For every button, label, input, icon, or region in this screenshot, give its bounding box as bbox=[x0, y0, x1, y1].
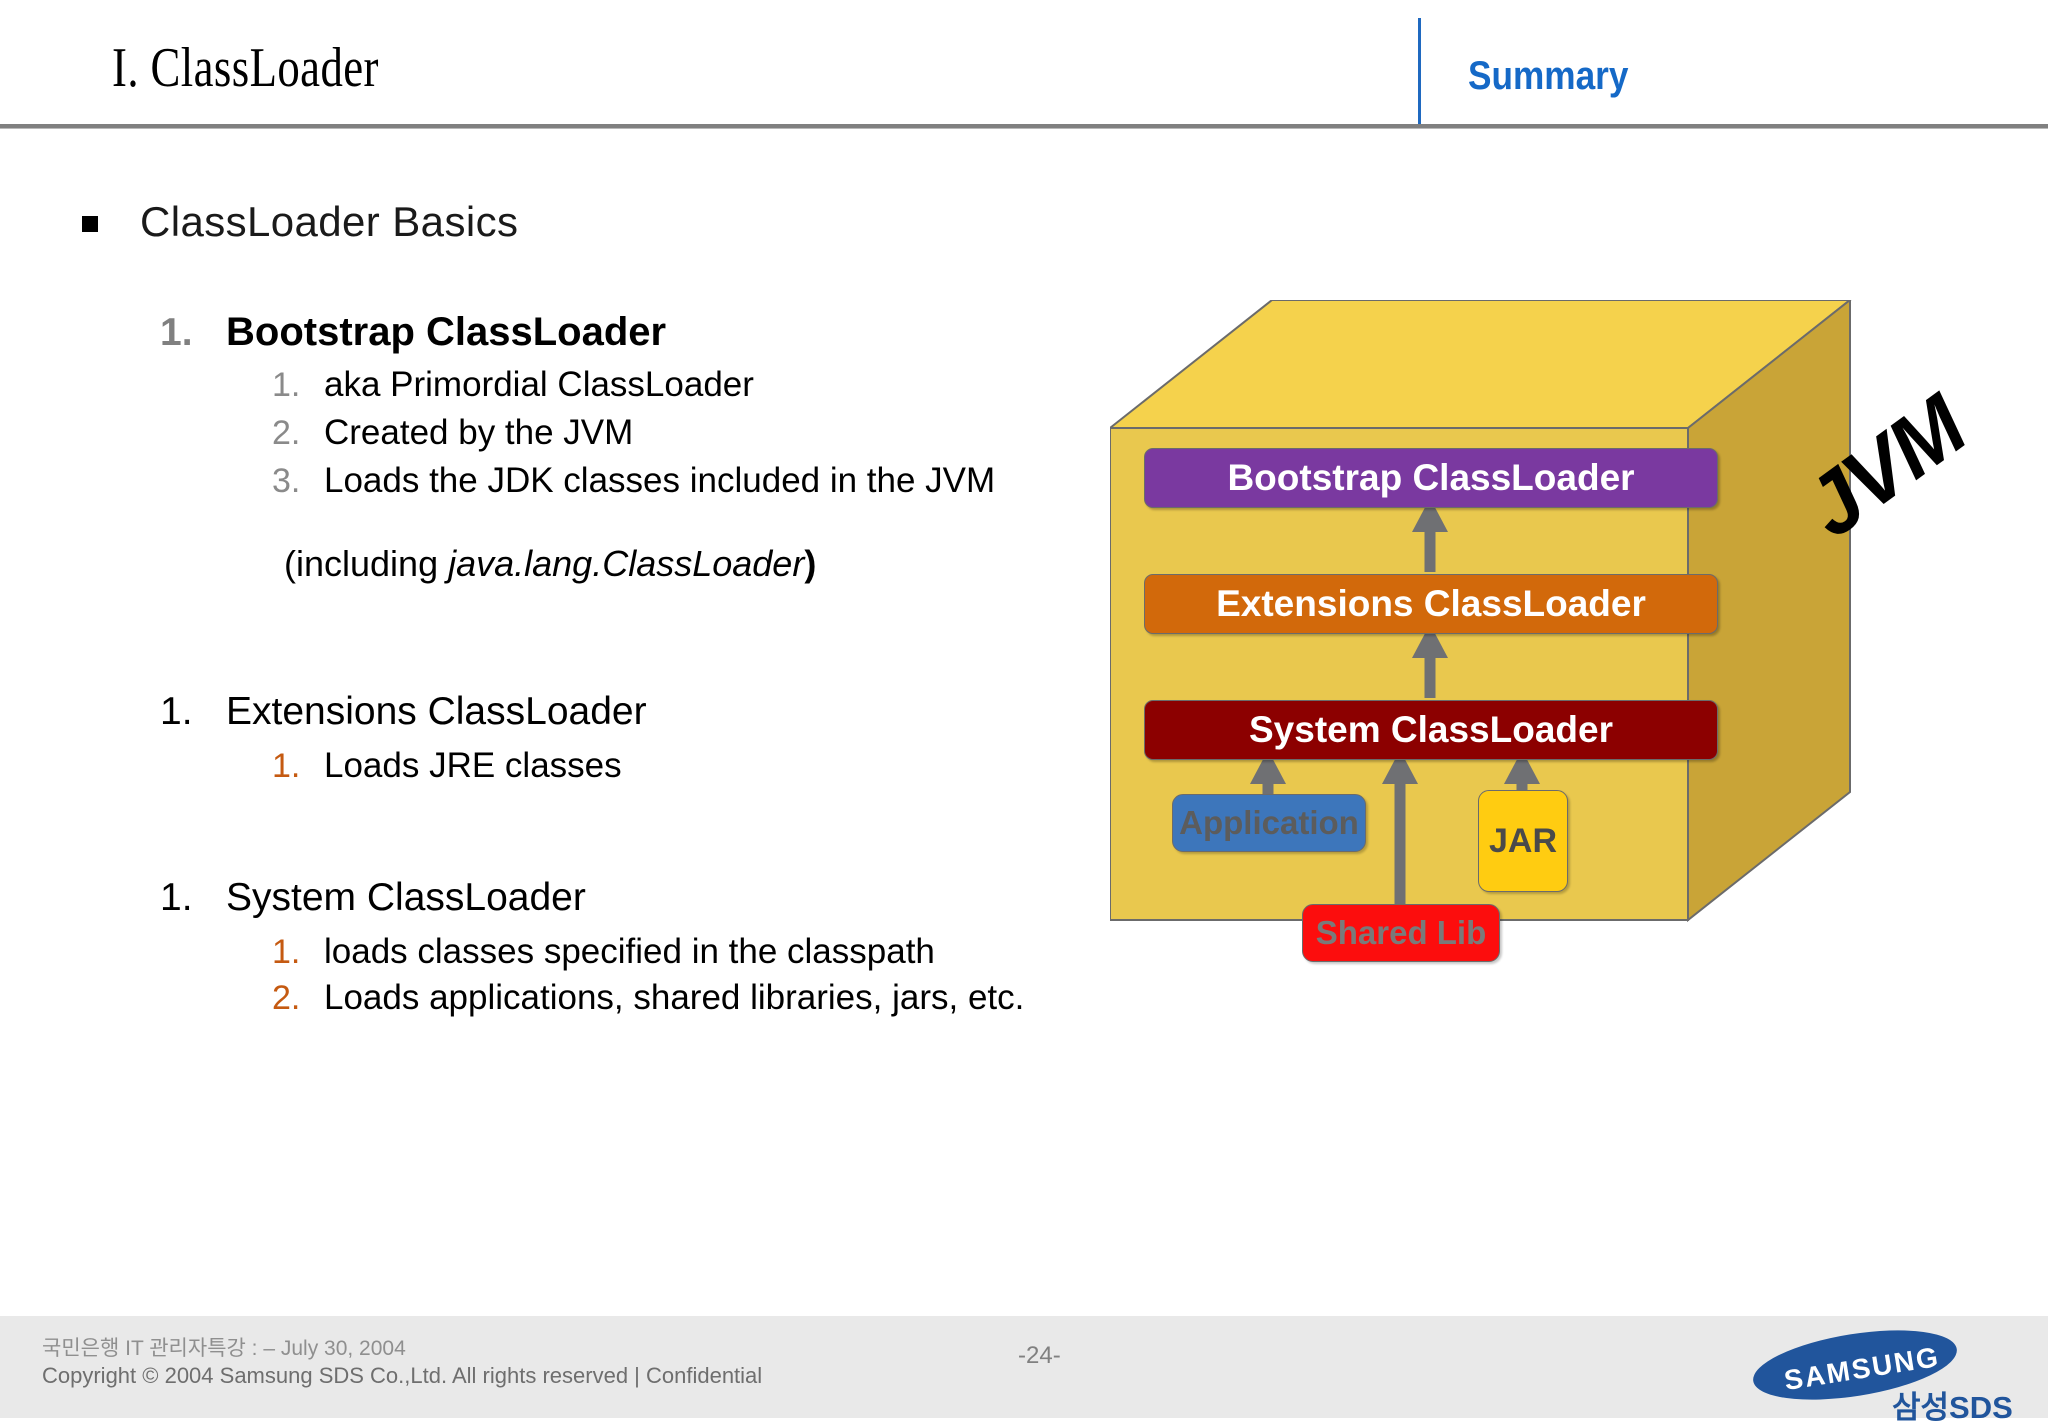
outline-level1-extensions: 1. Extensions ClassLoader bbox=[160, 690, 647, 734]
application-box[interactable]: Application bbox=[1172, 794, 1366, 852]
outline-level2-item: 1. loads classes specified in the classp… bbox=[272, 932, 1024, 972]
square-bullet-icon bbox=[82, 216, 98, 232]
arrow-system-to-extensions bbox=[1412, 624, 1448, 698]
footer-course-line: 국민은행 IT 관리자특강 : – July 30, 2004 bbox=[42, 1337, 406, 1360]
outline-level2-item: 2. Created by the JVM bbox=[272, 413, 995, 453]
outline-number: 2. bbox=[272, 979, 301, 1017]
outline-label: aka Primordial ClassLoader bbox=[324, 365, 754, 404]
outline-note-including: (including java.lang.ClassLoader) bbox=[284, 543, 995, 585]
outline-number: 1. bbox=[160, 876, 193, 919]
header-section-label: Summary bbox=[1468, 54, 1629, 98]
topic-label: ClassLoader Basics bbox=[140, 198, 519, 245]
outline-number: 1. bbox=[272, 933, 301, 971]
outline-label: Extensions ClassLoader bbox=[226, 690, 647, 733]
note-suffix: ) bbox=[804, 543, 817, 584]
outline-label: Bootstrap ClassLoader bbox=[226, 310, 667, 354]
sds-wordmark: 삼성SDS bbox=[1892, 1390, 2013, 1425]
note-emphasis: java.lang.ClassLoader bbox=[448, 543, 805, 584]
footer-copyright-line: Copyright © 2004 Samsung SDS Co.,Ltd. Al… bbox=[42, 1363, 763, 1388]
outline-label: System ClassLoader bbox=[226, 876, 586, 919]
outline-level2-item: 2. Loads applications, shared libraries,… bbox=[272, 978, 1024, 1018]
outline-item-extensions: 1. Extensions ClassLoader 1. Loads JRE c… bbox=[160, 690, 647, 786]
outline-label: Loads applications, shared libraries, ja… bbox=[324, 978, 1025, 1017]
arrow-extensions-to-bootstrap bbox=[1412, 498, 1448, 572]
arrow-jar-to-system bbox=[1504, 750, 1540, 792]
outline-level2-item: 3. Loads the JDK classes included in the… bbox=[272, 461, 995, 501]
arrow-application-to-system bbox=[1250, 750, 1286, 794]
outline-number: 1. bbox=[272, 747, 301, 785]
outline-label: Loads the JDK classes included in the JV… bbox=[324, 461, 996, 500]
topic-heading: ClassLoader Basics bbox=[82, 198, 518, 246]
shared-lib-box[interactable]: Shared Lib bbox=[1302, 904, 1500, 962]
note-prefix: (including bbox=[284, 543, 449, 584]
system-classloader-box[interactable]: System ClassLoader bbox=[1144, 700, 1718, 760]
outline-label: Created by the JVM bbox=[324, 413, 634, 452]
samsung-sds-logo: SAMSUNG 삼성SDS bbox=[1748, 1318, 2022, 1425]
outline-label: Loads JRE classes bbox=[324, 746, 622, 785]
extensions-classloader-box[interactable]: Extensions ClassLoader bbox=[1144, 574, 1718, 634]
outline-number: 1. bbox=[160, 690, 193, 733]
outline-level2-item: 1. aka Primordial ClassLoader bbox=[272, 365, 995, 405]
outline-number: 1. bbox=[272, 366, 301, 404]
page-number: -24- bbox=[1018, 1342, 1061, 1369]
jar-box[interactable]: JAR bbox=[1478, 790, 1568, 892]
outline-number: 3. bbox=[272, 462, 301, 500]
bootstrap-classloader-box[interactable]: Bootstrap ClassLoader bbox=[1144, 448, 1718, 508]
jvm-cube-diagram: JVM Bootstrap ClassLoader Extensions Cla… bbox=[1110, 300, 1990, 962]
header-rule bbox=[0, 124, 2048, 129]
outline-number: 2. bbox=[272, 414, 301, 452]
arrow-sharedlib-to-system bbox=[1382, 750, 1418, 910]
outline-item-system: 1. System ClassLoader 1. loads classes s… bbox=[160, 876, 1024, 1018]
slide-header: I. ClassLoader Summary bbox=[0, 0, 2048, 129]
outline-level2-item: 1. Loads JRE classes bbox=[272, 746, 647, 786]
outline-level1-bootstrap: 1. Bootstrap ClassLoader bbox=[160, 310, 995, 355]
outline-item-bootstrap: 1. Bootstrap ClassLoader 1. aka Primordi… bbox=[160, 310, 995, 585]
outline-number: 1. bbox=[160, 311, 193, 354]
header-divider bbox=[1418, 18, 1421, 126]
slide-footer: 국민은행 IT 관리자특강 : – July 30, 2004 Copyrigh… bbox=[0, 1316, 2048, 1425]
page-title: I. ClassLoader bbox=[112, 37, 379, 99]
outline-level1-system: 1. System ClassLoader bbox=[160, 876, 1024, 920]
outline-label: loads classes specified in the classpath bbox=[324, 932, 935, 971]
